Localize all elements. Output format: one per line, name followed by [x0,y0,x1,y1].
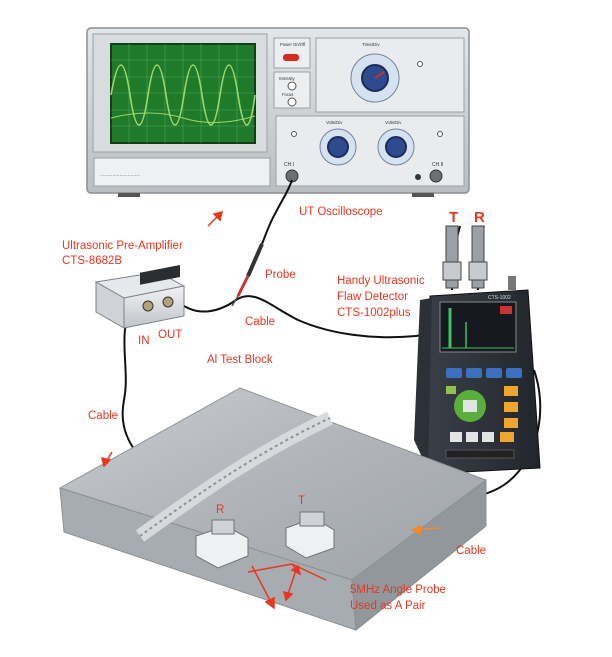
screen-trace [110,64,256,126]
chi-label: CH.I [284,162,294,168]
power-label: Power On/Off [280,42,306,47]
signal-direction-arrow [410,524,441,536]
chii-label: CH.II [432,162,443,168]
detector-model-text: CTS-1002 [488,295,511,301]
volts-div-knob-1 [327,136,349,158]
preamp-title-line2: CTS-8682B [62,255,123,267]
block-probe-t-label: T [298,495,306,507]
intensity-knob [287,81,297,91]
cable-label-top: Cable [245,316,276,328]
focus-knob [287,97,297,107]
preamp-out-connector [162,296,174,308]
svg-text:.............................: ............................. [100,172,140,178]
ch2-connector [429,169,443,183]
angle-probe-caption-line2: Used as A Pair [350,600,426,612]
power-button [283,54,299,61]
intensity-label: Intensity [279,76,296,81]
angle-probe-caption-line1: 5MHz Angle Probe [350,584,446,596]
pre-amplifier [94,265,186,329]
probe-label: Probe [265,269,296,281]
detector-label-line1: Handy Ultrasonic [337,275,425,287]
cable-label-right: Cable [456,545,487,557]
screen-trace-2 [110,112,256,124]
preamp-out-label: OUT [158,329,183,341]
detector-r-label: R [474,209,485,226]
screen-grid [111,44,255,143]
flaw-detector: CTS-1002 [414,225,541,475]
preamp-in-label: IN [138,335,150,347]
transmitter-angle-probe [285,511,335,559]
detector-t-label: T [449,209,459,226]
detector-label-line3: CTS-1002plus [337,307,411,319]
preamp-in-connector [142,300,154,312]
block-probe-r-label: R [216,504,225,516]
cable-label-left: Cable [88,410,119,422]
volts-div-label-2: Volts/Div [385,120,402,125]
focus-label: Focus [282,92,293,97]
preamp-title-line1: Ultrasonic Pre-Amplifier [62,240,183,252]
scope-probe [231,243,264,307]
test-block-label: Al Test Block [207,354,273,366]
time-div-label: Time/Div [362,42,380,47]
volts-div-label-1: Volts/Div [326,120,343,125]
detector-label-line2: Flaw Detector [337,291,408,303]
oscilloscope-label: UT Oscilloscope [299,206,383,218]
oscilloscope: ............................. Power On/O… [86,27,470,197]
receiver-angle-probe [195,519,249,569]
annotation-arrows [100,210,327,610]
detector-keypad [445,368,522,459]
volts-div-knob-2 [385,136,407,158]
